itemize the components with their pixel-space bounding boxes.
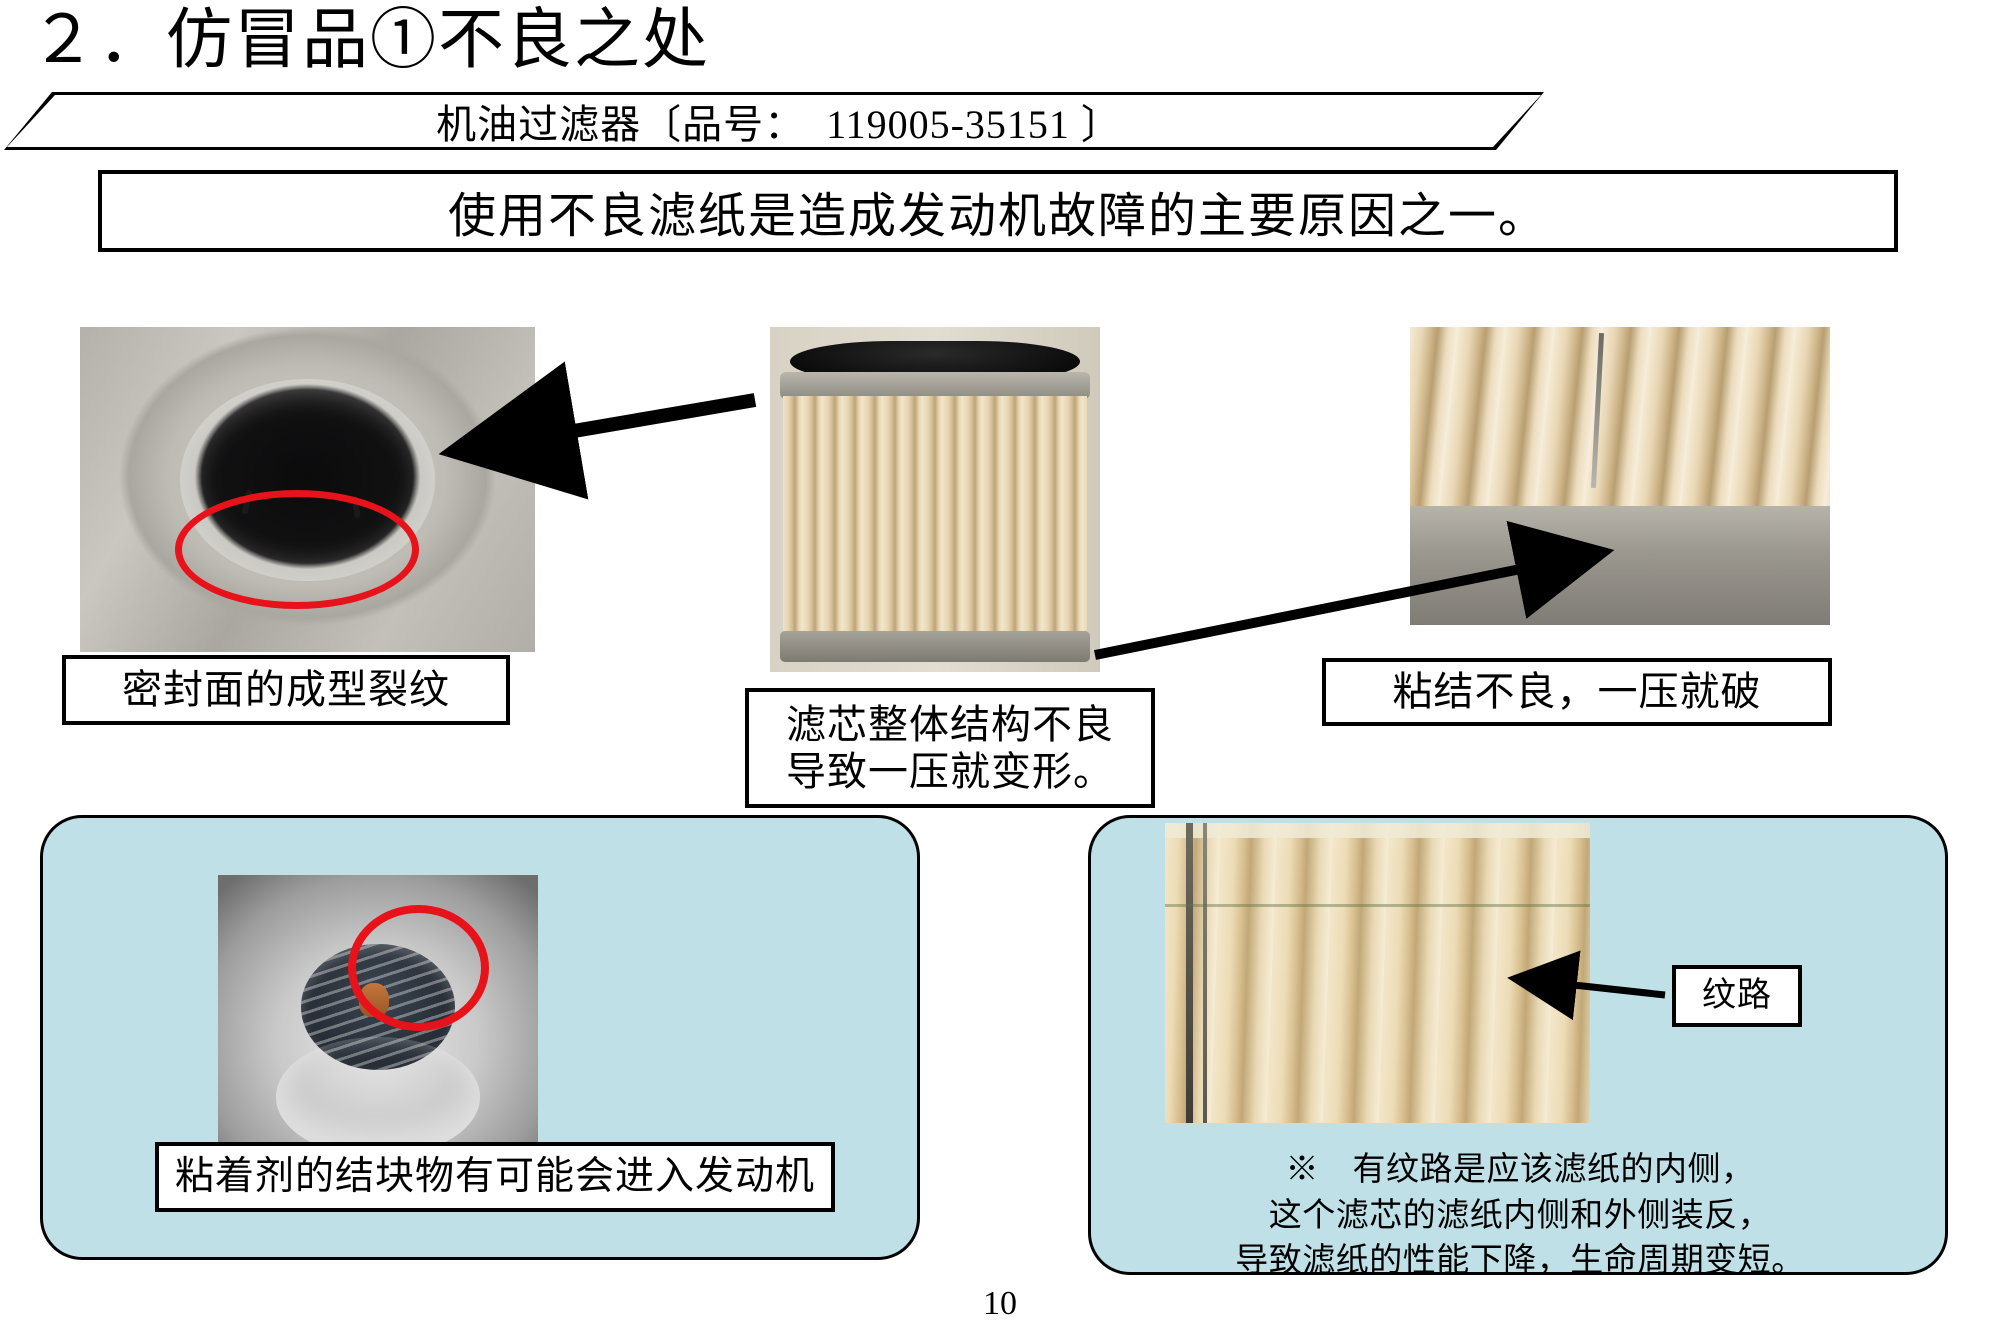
caption-bond-failure: 粘结不良，一压就破 [1322,658,1832,726]
page-title: ２．仿冒品①不良之处 [30,4,710,77]
texture-rod-2 [1203,823,1208,1123]
banner-fill [4,92,1544,150]
page-number: 10 [983,1285,1017,1322]
caption-grain-label: 纹路 [1672,965,1802,1027]
glue-base-plate [1410,505,1830,625]
element-pleats [783,396,1087,631]
red-ellipse-lump-highlight [348,905,489,1031]
banner-label: 机油过滤器〔品号： 119005-35151 〕 [436,102,1122,147]
element-top-ring [779,371,1091,400]
photo-filter-element [770,327,1100,672]
bore-rim-highlight [276,1037,481,1157]
photo-glue-failure [1410,327,1830,625]
part-number-banner: 机油过滤器〔品号： 119005-35151 〕 [4,92,1544,150]
grain-orientation-note: ※ 有纹路是应该滤纸的内侧， 这个滤芯的滤纸内侧和外侧装反， 导致滤纸的性能下降… [1235,1152,1805,1280]
red-ellipse-crack-highlight [175,490,419,609]
photo-pleat-texture [1165,823,1590,1123]
statement-box: 使用不良滤纸是造成发动机故障的主要原因之一。 [98,170,1898,252]
element-bottom-ring [779,630,1091,662]
glue-pleats [1410,327,1830,512]
caption-element-structure: 滤芯整体结构不良 导致一压就变形。 [745,688,1155,808]
caption-adhesive-lump: 粘着剂的结块物有可能会进入发动机 [155,1142,835,1212]
caption-seal-crack: 密封面的成型裂纹 [62,655,510,725]
texture-rod-1 [1186,823,1194,1123]
texture-seam-line [1165,904,1590,907]
statement-text: 使用不良滤纸是造成发动机故障的主要原因之一。 [447,190,1548,243]
texture-top-edge [1165,823,1590,838]
